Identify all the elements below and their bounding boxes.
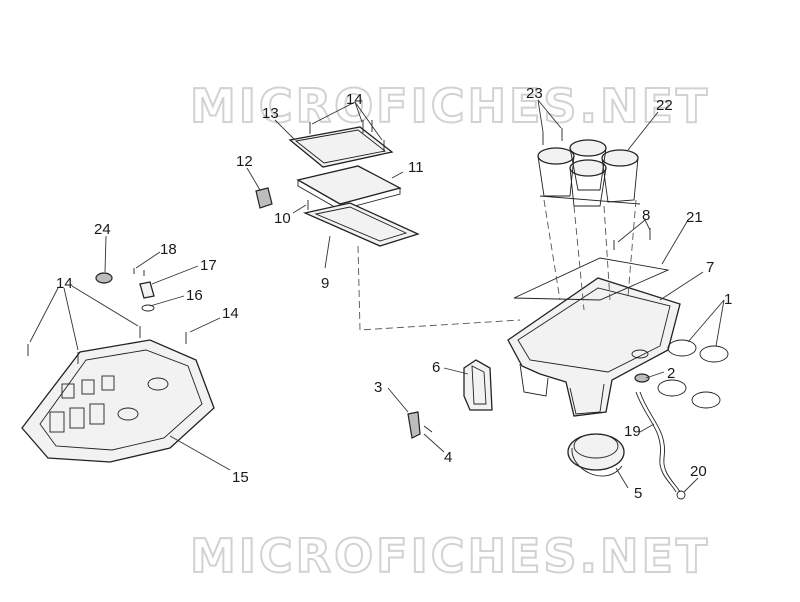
intake-duct-6 [463,359,493,411]
assembly-guide-lines [357,199,637,331]
seal-21 [513,257,670,301]
callout-20: 20 [690,463,707,480]
callout-18: 18 [160,241,177,258]
callout-6: 6 [432,359,440,376]
callout-2: 2 [667,365,675,382]
lid-cover-part [288,126,394,168]
filter-frame-part [302,202,420,247]
callout-13: 13 [262,105,279,122]
callout-16: 16 [186,287,203,304]
intake-funnel-5 [567,433,625,477]
callout-17: 17 [200,257,217,274]
o-rings-part [657,339,729,409]
callout-24: 24 [94,221,111,238]
screws-top [307,120,385,210]
airbox-lower-cover-part [21,339,215,463]
grommet-2 [634,373,650,383]
small-parts-16-18-24 [95,268,155,312]
clip-part-12 [255,187,273,209]
callout-21: 21 [686,209,703,226]
watermark-bottom: MICROFICHES.NET [190,529,710,583]
screws-23 [542,128,563,145]
callout-9: 9 [321,275,329,292]
callout-4: 4 [444,449,452,466]
throttle-body-part [537,139,641,207]
callout-14-left: 14 [56,275,73,292]
clamp-20 [676,490,686,500]
hose-19 [635,391,681,493]
callout-5: 5 [634,485,642,502]
callout-15: 15 [232,469,249,486]
airbox-main-part [507,277,681,417]
watermark-top: MICROFICHES.NET [190,79,710,133]
callout-labels: 1 2 3 4 5 6 7 8 9 10 11 12 13 14 14 14 1… [56,85,732,502]
callout-14-right: 14 [222,305,239,322]
callout-14-top: 14 [346,91,363,108]
callout-23: 23 [526,85,543,102]
callout-3: 3 [374,379,382,396]
screws-left [27,326,187,364]
callout-11: 11 [408,159,424,176]
callout-1: 1 [724,291,732,308]
leader-lines [29,99,725,493]
callout-22: 22 [656,97,673,114]
callout-7: 7 [706,259,714,276]
callout-8: 8 [642,207,650,224]
callout-10: 10 [274,210,291,227]
bracket-3 [407,411,433,439]
callout-19: 19 [624,423,641,440]
callout-12: 12 [236,153,253,170]
